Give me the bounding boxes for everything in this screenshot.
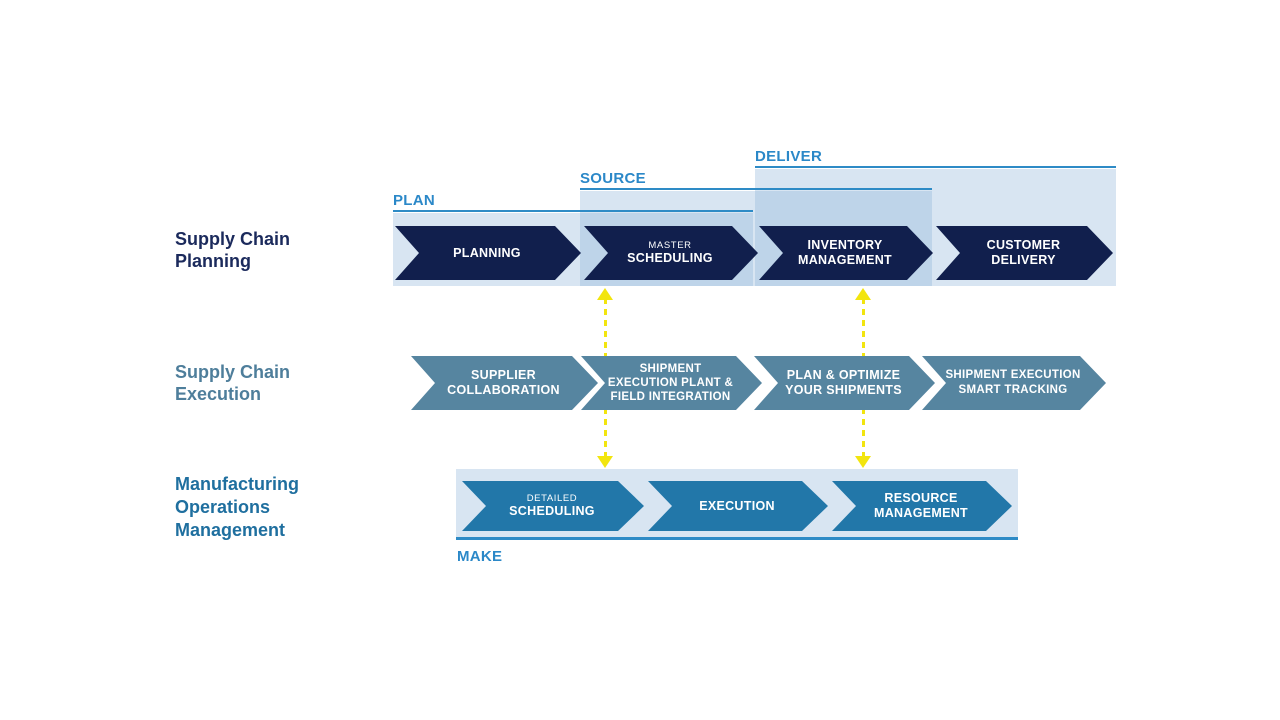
row-title-line: Manufacturing: [175, 474, 299, 494]
arrow-label: DELIVERY: [991, 253, 1056, 267]
arrow-label: FIELD INTEGRATION: [610, 391, 731, 403]
arrowhead-up-icon: [597, 288, 613, 300]
arrow-label: COLLABORATION: [447, 383, 560, 397]
arrow-label: CUSTOMER: [986, 238, 1061, 252]
phase-rule-source: [580, 188, 932, 190]
row-title-supply-chain-execution: Supply Chain Execution: [175, 361, 290, 405]
phase-label-plan: PLAN: [393, 192, 436, 209]
phase-rule-deliver: [755, 166, 1116, 168]
arrow-label: MANAGEMENT: [874, 506, 968, 520]
arrowhead-down-icon: [597, 456, 613, 468]
phase-rule-make: [456, 537, 1018, 540]
arrow-label: PLANNING: [453, 245, 521, 260]
arrowhead-down-icon: [855, 456, 871, 468]
phase-label-deliver: DELIVER: [755, 148, 823, 165]
arrow-label-small: DETAILED: [526, 493, 578, 504]
arrow-label: SHIPMENT EXECUTION: [945, 369, 1081, 381]
arrow-shipment-execution-smart-tracking: SHIPMENT EXECUTION SMART TRACKING: [922, 356, 1106, 410]
arrow-detailed-scheduling: DETAILED SCHEDULING: [462, 481, 644, 531]
arrow-inventory-management: INVENTORY MANAGEMENT: [759, 226, 933, 280]
arrow-label: MANAGEMENT: [798, 253, 892, 267]
row-title-supply-chain-planning: Supply Chain Planning: [175, 228, 290, 272]
arrow-label: RESOURCE: [884, 491, 958, 505]
row-title-line: Operations: [175, 497, 271, 517]
arrow-customer-delivery: CUSTOMER DELIVERY: [936, 226, 1113, 280]
phase-rule-plan: [393, 210, 753, 212]
arrowhead-up-icon: [855, 288, 871, 300]
arrow-label-small: MASTER: [648, 240, 692, 251]
arrow-master-scheduling: MASTER SCHEDULING: [584, 226, 758, 280]
arrow-label: EXECUTION PLANT &: [607, 377, 734, 389]
arrow-resource-management: RESOURCE MANAGEMENT: [832, 481, 1012, 531]
arrow-label: YOUR SHIPMENTS: [785, 383, 902, 397]
phase-label-make: MAKE: [457, 548, 503, 565]
row-title-line: Supply Chain: [175, 362, 291, 382]
arrow-label: SUPPLIER: [471, 368, 536, 382]
arrow-label: SCHEDULING: [627, 251, 713, 265]
row-title-line: Execution: [175, 384, 262, 404]
arrow-label: INVENTORY: [807, 238, 883, 252]
arrow-label: EXECUTION: [699, 498, 775, 513]
arrow-label: SCHEDULING: [509, 504, 595, 518]
arrow-shipment-execution-plant-field-integration: SHIPMENT EXECUTION PLANT & FIELD INTEGRA…: [581, 356, 762, 410]
row-title-line: Management: [175, 520, 286, 540]
row-title-line: Planning: [175, 251, 251, 271]
row-title-manufacturing-operations-management: Manufacturing Operations Management: [175, 473, 299, 542]
phase-label-source: SOURCE: [580, 170, 646, 187]
arrow-label: PLAN & OPTIMIZE: [786, 368, 901, 382]
arrow-plan-optimize-your-shipments: PLAN & OPTIMIZE YOUR SHIPMENTS: [754, 356, 935, 410]
arrow-supplier-collaboration: SUPPLIER COLLABORATION: [411, 356, 598, 410]
arrow-execution: EXECUTION: [648, 481, 828, 531]
arrow-planning: PLANNING: [395, 226, 581, 280]
row-title-line: Supply Chain: [175, 229, 291, 249]
arrow-label: SHIPMENT: [639, 363, 702, 375]
arrow-label: SMART TRACKING: [958, 384, 1068, 396]
